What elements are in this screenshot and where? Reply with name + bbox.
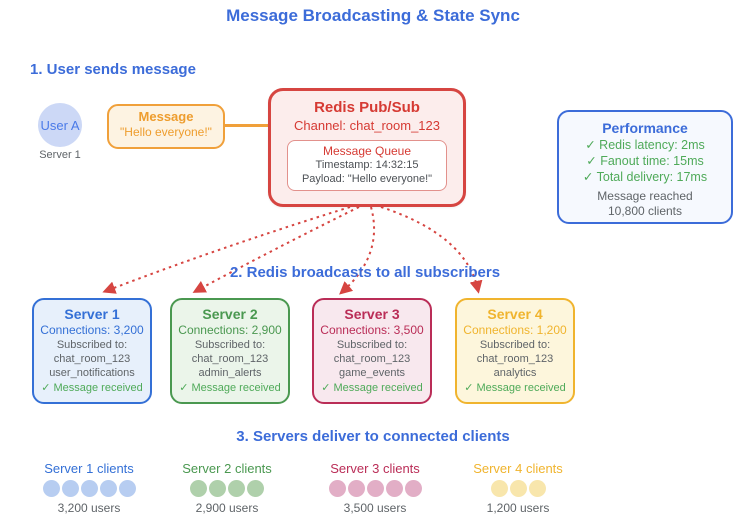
message-box-text: "Hello everyone!" [120,125,212,139]
server-connections: Connections: 1,200 [463,323,567,337]
client-group-label: Server 3 clients [330,461,420,476]
queue-timestamp: Timestamp: 14:32:15 [315,159,419,171]
redis-title: Redis Pub/Sub [314,99,420,116]
user-server-label: Server 1 [39,149,81,161]
client-dot [404,480,422,497]
client-group-label: Server 1 clients [44,461,134,476]
redis-channel: Channel: chat_room_123 [294,118,440,133]
performance-summary-line1: Message reached [597,189,693,203]
client-dot [209,480,226,497]
client-dots [459,480,577,498]
performance-summary-line2: 10,800 clients [607,204,683,218]
client-dot [118,480,136,497]
server-name: Server 4 [487,306,543,322]
server-connections: Connections: 2,900 [178,323,282,337]
message-connector-line [223,124,268,127]
page-title: Message Broadcasting & State Sync [226,6,520,25]
server-name: Server 1 [64,306,120,322]
client-dot [509,480,527,497]
client-dots [30,480,148,498]
client-dot [61,480,79,497]
server-channel: game_events [338,367,406,379]
server-status: ✓ Message received [179,382,281,394]
queue-payload: Payload: "Hello everyone!" [301,172,433,185]
server-subscribed-label: Subscribed to: [479,339,551,351]
server-name: Server 3 [344,306,400,322]
client-group-2: Server 2 clients 2,900 users [168,461,286,515]
server-channel: chat_room_123 [191,353,269,365]
server-card-4: Server 4 Connections: 1,200 Subscribed t… [455,298,575,404]
server-connections: Connections: 3,500 [320,323,424,337]
redis-pubsub-box: Redis Pub/Sub Channel: chat_room_123 Mes… [268,88,466,207]
client-group-3: Server 3 clients 3,500 users [316,461,434,515]
message-box: Message "Hello everyone!" [107,104,225,149]
performance-title: Performance [602,120,688,136]
server-status: ✓ Message received [321,382,423,394]
client-dot [490,480,508,497]
client-dot [528,480,546,497]
performance-metric: ✓ Redis latency: 2ms [585,138,705,152]
client-dot [190,480,207,497]
client-group-1: Server 1 clients 3,200 users [30,461,148,515]
client-group-4: Server 4 clients 1,200 users [459,461,577,515]
client-dot [385,480,403,497]
message-queue-box: Message Queue Timestamp: 14:32:15 Payloa… [287,140,447,191]
client-dot [247,480,264,497]
client-group-label: Server 4 clients [473,461,563,476]
server-subscribed-label: Subscribed to: [56,339,128,351]
message-box-title: Message [138,109,194,124]
server-channel: chat_room_123 [333,353,411,365]
server-channel: chat_room_123 [53,353,131,365]
section1-heading: 1. User sends message [30,61,196,78]
server-card-1: Server 1 Connections: 3,200 Subscribed t… [32,298,152,404]
server-channel: admin_alerts [198,367,262,379]
server-channel: analytics [493,367,537,379]
server-channel: user_notifications [49,367,135,379]
client-dot [328,480,346,497]
server-subscribed-label: Subscribed to: [336,339,408,351]
server-card-3: Server 3 Connections: 3,500 Subscribed t… [312,298,432,404]
performance-metric: ✓ Total delivery: 17ms [582,170,708,184]
server-connections: Connections: 3,200 [40,323,144,337]
client-group-users: 3,500 users [343,501,407,515]
client-dot [99,480,117,497]
client-group-users: 3,200 users [57,501,121,515]
performance-metric: ✓ Fanout time: 15ms [586,154,704,168]
client-dot [347,480,365,497]
section3-heading: 3. Servers deliver to connected clients [236,428,510,445]
performance-summary: Message reached 10,800 clients [559,189,731,219]
client-dot [228,480,245,497]
server-card-2: Server 2 Connections: 2,900 Subscribed t… [170,298,290,404]
server-subscribed-label: Subscribed to: [194,339,266,351]
user-name: User A [40,117,80,133]
performance-box: Performance ✓ Redis latency: 2ms ✓ Fanou… [557,110,733,224]
client-dot [80,480,98,497]
server-status: ✓ Message received [464,382,566,394]
client-group-users: 2,900 users [195,501,259,515]
server-status: ✓ Message received [41,382,143,394]
client-dots [168,480,286,498]
client-dot [42,480,60,497]
client-group-users: 1,200 users [486,501,550,515]
server-name: Server 2 [202,306,258,322]
client-group-label: Server 2 clients [182,461,272,476]
section2-heading: 2. Redis broadcasts to all subscribers [229,264,501,281]
client-dot [366,480,384,497]
user-avatar: User A [38,103,82,147]
client-dots [316,480,434,498]
queue-title: Message Queue [322,144,412,158]
server-channel: chat_room_123 [476,353,554,365]
